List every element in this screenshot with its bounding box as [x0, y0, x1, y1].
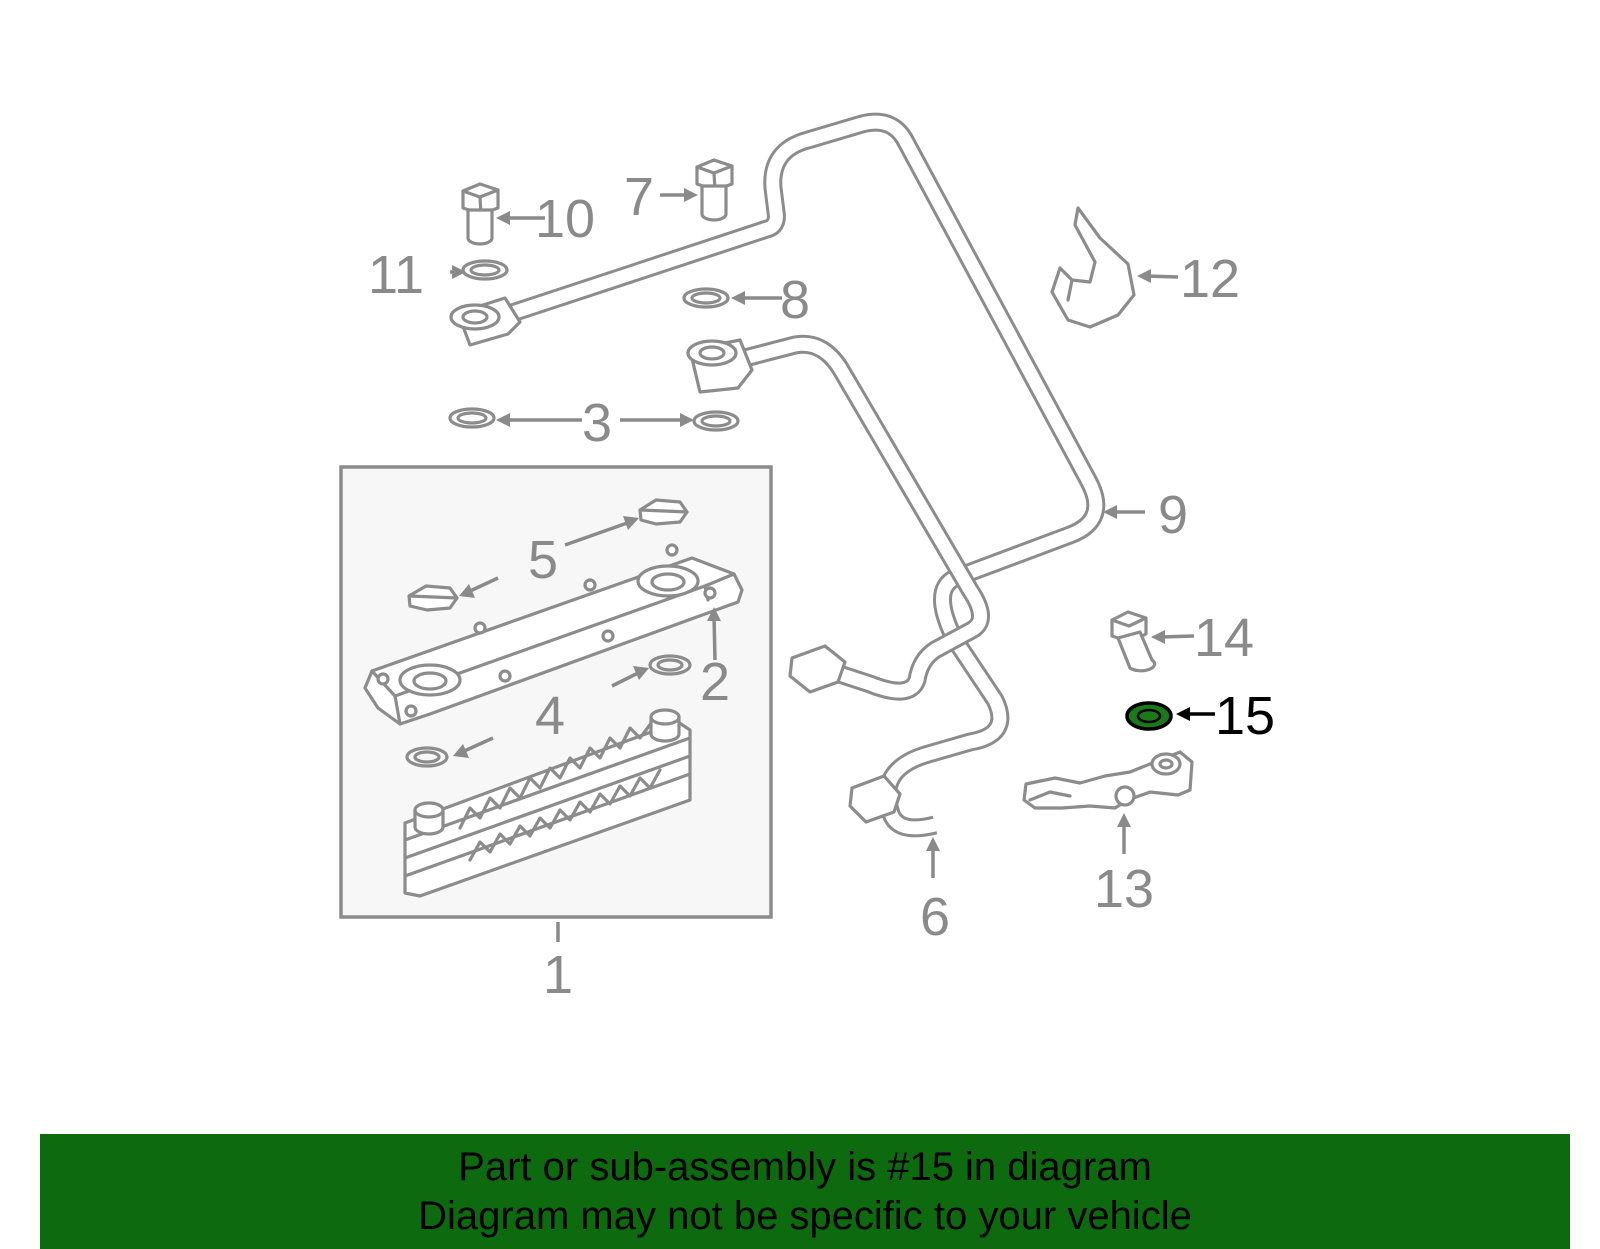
sensor-part-13[interactable] — [1022, 750, 1194, 810]
o-ring-part-4[interactable] — [405, 654, 692, 768]
o-ring-part-8[interactable] — [682, 287, 730, 309]
o-ring-part-11[interactable] — [461, 259, 509, 281]
hex-plug-part-5[interactable] — [407, 498, 689, 612]
oil-cooler-part-1[interactable] — [403, 708, 692, 898]
callout-2: 2 — [700, 652, 730, 712]
callout-5: 5 — [528, 530, 558, 590]
info-banner: Part or sub-assembly is #15 in diagram D… — [40, 1134, 1570, 1249]
cover-plate-part-2[interactable] — [363, 543, 744, 726]
banjo-bolt-part-10[interactable] — [461, 182, 500, 246]
oil-line-part-6[interactable] — [686, 334, 990, 824]
banner-line-disclaimer: Diagram may not be specific to your vehi… — [418, 1193, 1192, 1238]
washer-part-15-highlighted[interactable] — [1125, 701, 1173, 731]
banjo-bolt-part-7[interactable] — [695, 158, 734, 222]
callout-11: 11 — [368, 245, 424, 305]
callout-1: 1 — [543, 945, 573, 1005]
leader-arrows — [450, 188, 1215, 942]
callout-10: 10 — [535, 189, 595, 249]
callout-3: 3 — [582, 393, 612, 453]
banner-line-part-number: Part or sub-assembly is #15 in diagram — [458, 1144, 1152, 1189]
callout-6: 6 — [920, 887, 950, 947]
callout-4: 4 — [535, 686, 565, 746]
callout-13: 13 — [1094, 859, 1154, 919]
oil-line-part-9[interactable] — [449, 112, 1106, 838]
callout-7: 7 — [624, 167, 654, 227]
callout-15-highlighted: 15 — [1215, 686, 1275, 746]
bolt-part-14[interactable] — [1110, 610, 1157, 673]
callout-8: 8 — [780, 270, 810, 330]
callout-14: 14 — [1194, 608, 1254, 668]
bracket-part-12[interactable] — [1050, 206, 1136, 329]
callout-12: 12 — [1180, 249, 1240, 309]
callout-9: 9 — [1158, 485, 1188, 545]
o-ring-part-3[interactable] — [448, 407, 740, 432]
